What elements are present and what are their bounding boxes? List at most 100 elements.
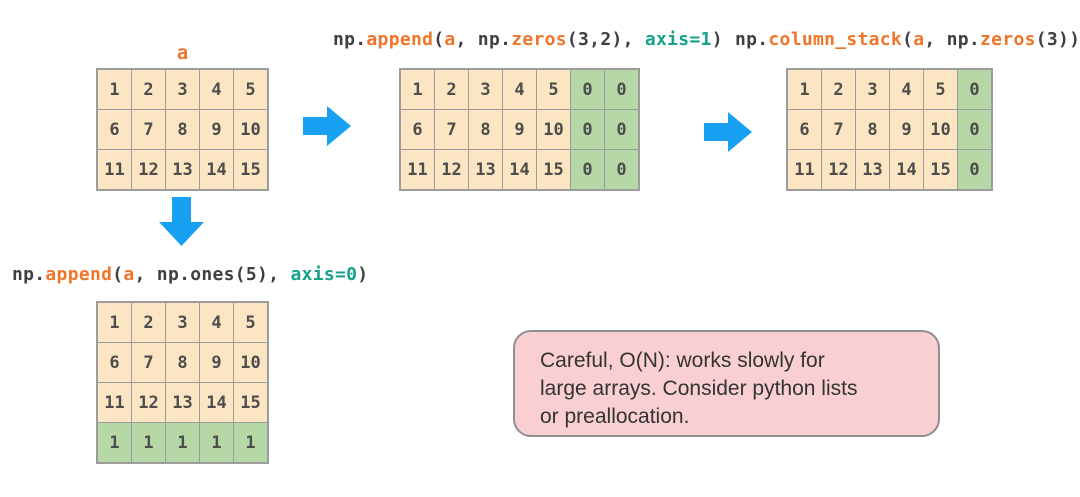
- grid-cell: 3: [469, 70, 502, 109]
- grid-cell: 12: [132, 150, 165, 189]
- grid-cell: 13: [469, 150, 502, 189]
- grid-cell: 3: [166, 70, 199, 109]
- grid-cell: 1: [788, 70, 821, 109]
- grid-cell: 0: [958, 110, 991, 149]
- grid-cell: 1: [132, 423, 165, 462]
- grid-cell: 9: [200, 110, 233, 149]
- grid-cell: 9: [890, 110, 923, 149]
- grid-cell: 4: [200, 303, 233, 342]
- grid-cell: 5: [234, 303, 267, 342]
- arrow-right-icon: [303, 104, 352, 148]
- grid-cell: 14: [200, 383, 233, 422]
- code-token: (: [112, 264, 124, 285]
- code-token: a: [444, 29, 456, 50]
- grid-cell: 10: [924, 110, 957, 149]
- grid-cell: 0: [958, 70, 991, 109]
- grid-cell: 13: [166, 150, 199, 189]
- grid-cell: 1: [98, 70, 131, 109]
- grid-cell: 2: [822, 70, 855, 109]
- grid-cell: 0: [605, 150, 638, 189]
- grid-cell: 15: [234, 150, 267, 189]
- grid-cell: 2: [132, 303, 165, 342]
- code-token: column_stack: [768, 29, 903, 50]
- grid-cell: 10: [234, 110, 267, 149]
- grid-cell: 3: [856, 70, 889, 109]
- code-append-axis0: np.append(a, np.ones(5), axis=0): [12, 264, 368, 285]
- code-token: append: [366, 29, 434, 50]
- grid-cell: 4: [890, 70, 923, 109]
- grid-cell: 0: [571, 110, 604, 149]
- grid-cell: 1: [401, 70, 434, 109]
- grid-cell: 15: [924, 150, 957, 189]
- grid-cell: 11: [98, 150, 131, 189]
- grid-cell: 14: [200, 150, 233, 189]
- grid-cell: 6: [98, 343, 131, 382]
- grid-cell: 1: [200, 423, 233, 462]
- code-token: , np.ones(5),: [134, 264, 291, 285]
- grid-cell: 8: [166, 343, 199, 382]
- grid-cell: 8: [856, 110, 889, 149]
- code-token: a: [123, 264, 135, 285]
- grid-cell: 6: [401, 110, 434, 149]
- grid-cell: 8: [469, 110, 502, 149]
- code-token: (3,2),: [566, 29, 645, 50]
- code-append-axis1: np.append(a, np.zeros(3,2), axis=1): [333, 29, 723, 50]
- grid-cell: 13: [166, 383, 199, 422]
- grid-cell: 2: [132, 70, 165, 109]
- grid-cell: 10: [234, 343, 267, 382]
- code-column-stack: np.column_stack(a, np.zeros(3)): [735, 29, 1080, 50]
- array-a-label: a: [176, 42, 189, 64]
- grid-cell: 1: [234, 423, 267, 462]
- grid-cell: 13: [856, 150, 889, 189]
- arrow-right-icon: [704, 110, 753, 154]
- grid-cell: 11: [401, 150, 434, 189]
- grid-cell: 6: [98, 110, 131, 149]
- code-token: , np.: [455, 29, 512, 50]
- grid-cell: 14: [503, 150, 536, 189]
- code-token: np.: [12, 264, 46, 285]
- grid-cell: 7: [435, 110, 468, 149]
- grid-cell: 1: [98, 303, 131, 342]
- grid-cell: 11: [98, 383, 131, 422]
- code-token: append: [45, 264, 113, 285]
- grid-cell: 10: [537, 110, 570, 149]
- grid-cell: 8: [166, 110, 199, 149]
- code-token: zeros: [511, 29, 567, 50]
- code-token: a: [913, 29, 925, 50]
- grid-cell: 6: [788, 110, 821, 149]
- grid-cell: 7: [132, 343, 165, 382]
- code-token: zeros: [980, 29, 1036, 50]
- grid-cell: 7: [132, 110, 165, 149]
- grid-cell: 4: [200, 70, 233, 109]
- code-token: (: [433, 29, 445, 50]
- code-token: axis=0: [290, 264, 358, 285]
- grid-cell: 4: [503, 70, 536, 109]
- code-token: np.: [333, 29, 367, 50]
- grid-cell: 2: [435, 70, 468, 109]
- performance-warning-text: Careful, O(N): works slowly for large ar…: [540, 349, 858, 428]
- arrow-down-icon: [158, 197, 205, 247]
- grid-cell: 12: [435, 150, 468, 189]
- grid-cell: 7: [822, 110, 855, 149]
- code-token: (: [902, 29, 914, 50]
- code-token: ): [711, 29, 723, 50]
- code-token: np.: [735, 29, 769, 50]
- grid-cell: 3: [166, 303, 199, 342]
- grid-cell: 1: [166, 423, 199, 462]
- grid-cell: 0: [605, 110, 638, 149]
- grid-cell: 0: [605, 70, 638, 109]
- grid-cell: 5: [234, 70, 267, 109]
- grid-cell: 14: [890, 150, 923, 189]
- grid-cell: 0: [571, 150, 604, 189]
- grid-cell: 0: [958, 150, 991, 189]
- grid-cell: 11: [788, 150, 821, 189]
- grid-cell: 15: [234, 383, 267, 422]
- grid-cell: 12: [132, 383, 165, 422]
- grid-cell: 12: [822, 150, 855, 189]
- grid-cell: 9: [503, 110, 536, 149]
